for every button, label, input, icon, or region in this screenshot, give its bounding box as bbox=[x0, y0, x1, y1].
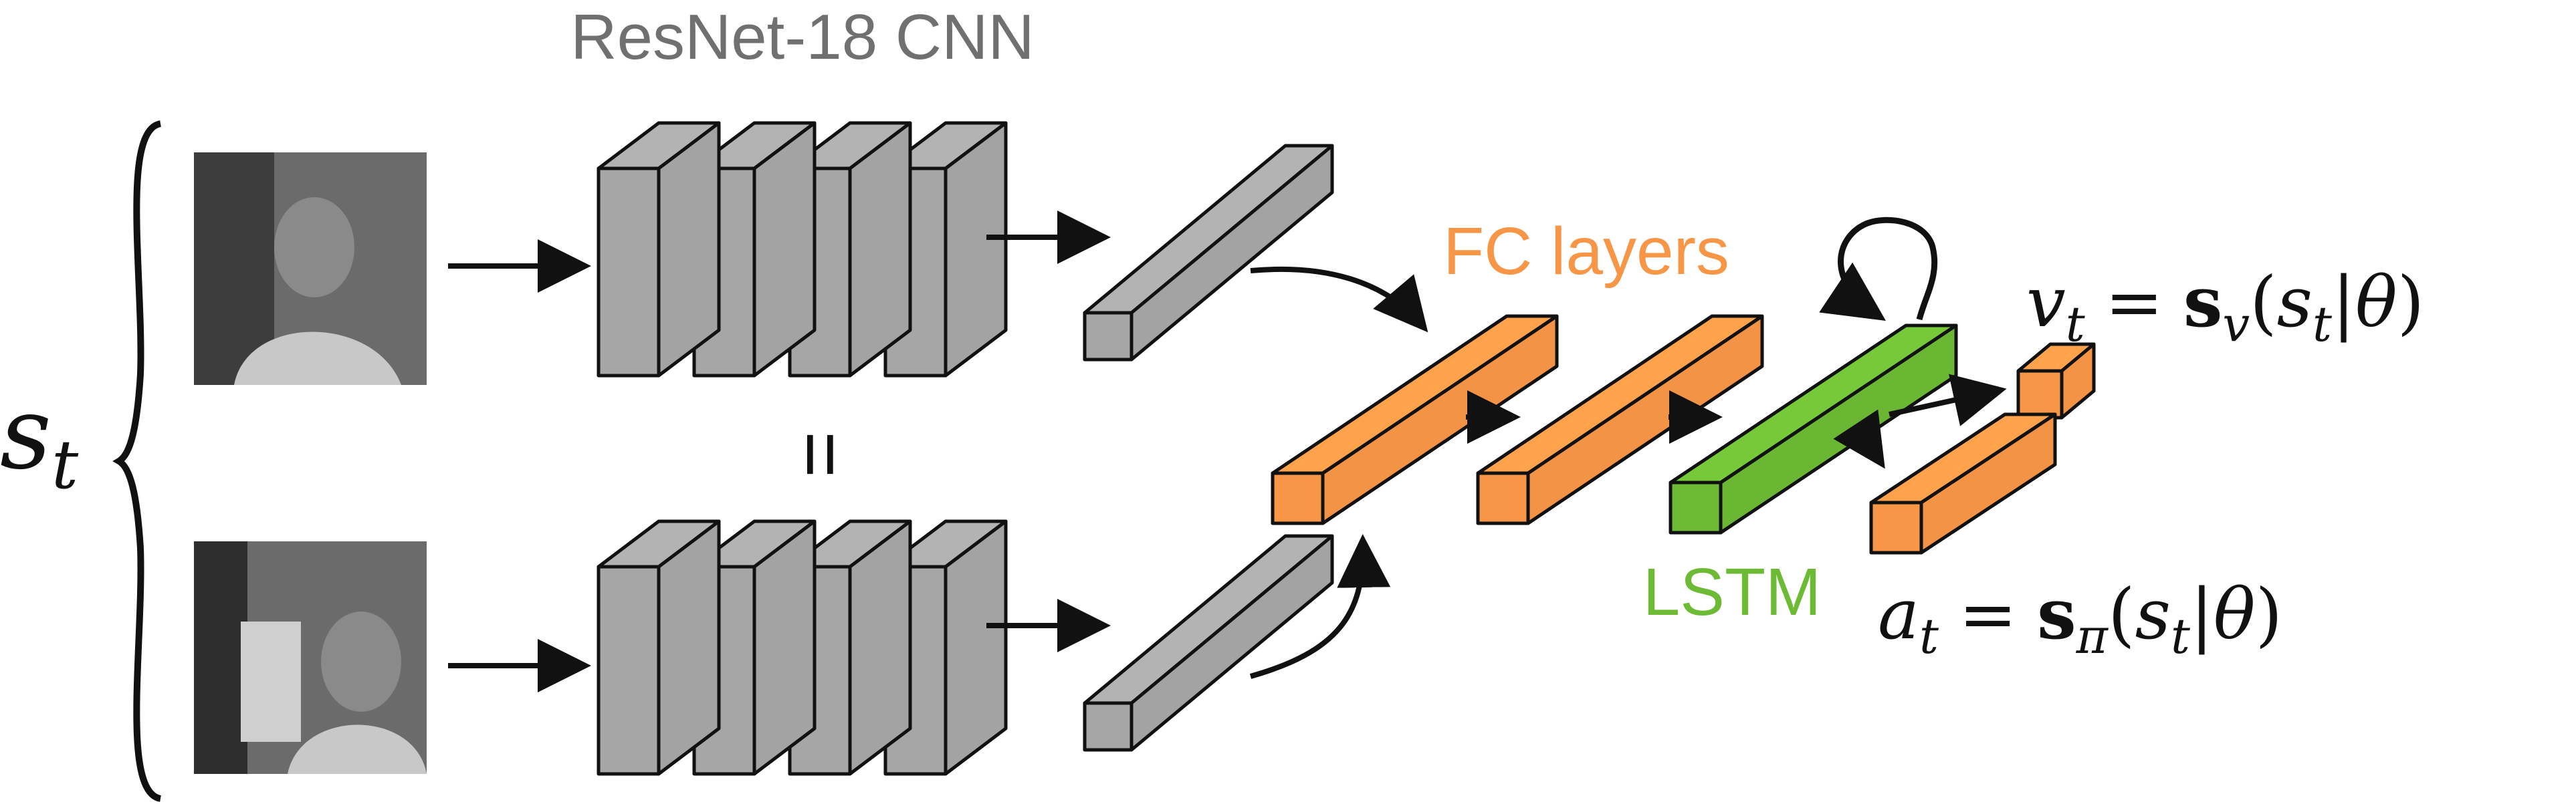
shared-weights-equals: = bbox=[776, 431, 866, 478]
cnn-bottom-slab-3-side-face bbox=[848, 519, 912, 776]
cnn-top-slab-4-side-face bbox=[944, 121, 1008, 378]
cnn-top-slab-1-side-face bbox=[657, 121, 721, 378]
cnn-top-slab-3-side-face bbox=[848, 121, 912, 378]
feature-bar-bottom-box bbox=[1083, 534, 1334, 752]
policy-output-block bbox=[1869, 412, 2057, 555]
feature-bar-bottom-box-front-face bbox=[1083, 701, 1134, 752]
fc-layer-1-box bbox=[1271, 314, 1559, 525]
lstm-recurrent-arrow bbox=[1819, 217, 1938, 321]
feature-bar-top-box-front-face bbox=[1083, 311, 1134, 362]
cnn-stack-bottom bbox=[597, 519, 1008, 776]
state-base: s bbox=[0, 376, 51, 492]
cnn-top-slab-1-front-face bbox=[597, 166, 661, 378]
fc-layers-label: FC layers bbox=[1443, 214, 1729, 289]
cnn-stack-top bbox=[597, 121, 1008, 378]
cnn-bottom-slab-4-side-face bbox=[944, 519, 1008, 776]
cnn-top-slab-1 bbox=[597, 121, 721, 378]
svg-text:at=sπ(st|θ): at=sπ(st|θ) bbox=[1878, 573, 2282, 664]
feature-bar-top-box bbox=[1083, 144, 1334, 362]
cnn-bottom-slab-1-side-face bbox=[657, 519, 721, 776]
fc-layer-2-box-front-face bbox=[1476, 471, 1530, 525]
svg-text:st: st bbox=[0, 376, 79, 504]
state-label: st bbox=[0, 376, 79, 504]
cnn-top-slab-2-side-face bbox=[752, 121, 817, 378]
cnn-bottom-slab-1 bbox=[597, 519, 721, 776]
value-output-block bbox=[2016, 342, 2096, 420]
cnn-bottom-slab-1-front-face bbox=[597, 565, 661, 776]
cnn-bottom-slab-2-side-face bbox=[752, 519, 817, 776]
policy-output-box bbox=[1869, 412, 2057, 555]
fc-layer-2-box bbox=[1476, 314, 1764, 525]
feature-bar-bottom bbox=[1083, 534, 1334, 752]
feature-bar-top bbox=[1083, 144, 1334, 362]
arrow-lstm-to-value bbox=[1889, 374, 2007, 426]
state-sub: t bbox=[51, 426, 79, 504]
input-frame-bottom bbox=[194, 541, 427, 774]
title-resnet: ResNet-18 CNN bbox=[570, 1, 1035, 73]
lstm-layer-box-front-face bbox=[1669, 481, 1723, 535]
input-frame-top bbox=[194, 152, 427, 385]
value-equation: vt=sv(st|θ) bbox=[2026, 261, 2424, 352]
fc-layer-1 bbox=[1271, 314, 1559, 525]
curly-brace bbox=[112, 120, 162, 802]
arrow-feature-bottom-to-fc bbox=[1249, 534, 1391, 679]
arrow-feature-top-to-fc bbox=[1250, 266, 1428, 333]
policy-output-box-front-face bbox=[1869, 501, 1923, 555]
action-equation: at=sπ(st|θ) bbox=[1878, 573, 2282, 664]
fc-layer-1-box-front-face bbox=[1271, 471, 1325, 525]
value-output-box-front-face bbox=[2016, 369, 2064, 420]
arrow-lstm-to-action bbox=[1833, 409, 1885, 469]
lstm-label: LSTM bbox=[1643, 555, 1822, 630]
fc-layer-2 bbox=[1476, 314, 1764, 525]
svg-text:vt=sv(st|θ): vt=sv(st|θ) bbox=[2026, 261, 2424, 352]
value-output-box bbox=[2016, 342, 2096, 420]
